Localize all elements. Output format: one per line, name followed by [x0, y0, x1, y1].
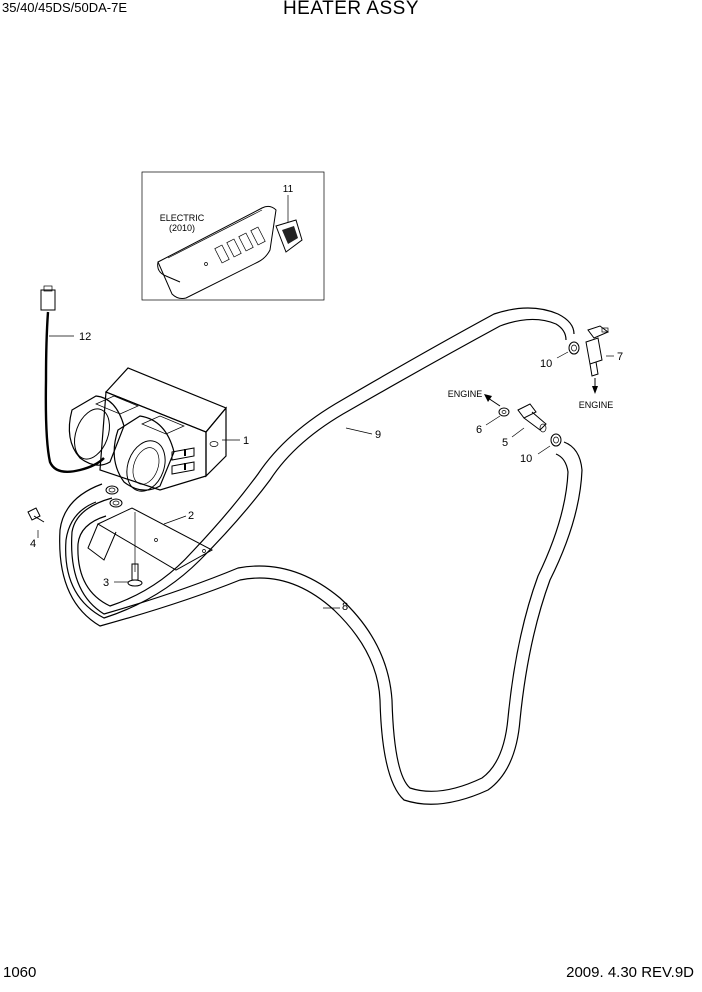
callout-1: 1 [243, 435, 249, 447]
page-number: 1060 [3, 964, 37, 981]
callout-10-lower: 10 [520, 453, 532, 465]
callout-8: 8 [342, 601, 348, 613]
hose-part-9: 9 [65, 307, 575, 619]
hose-part-8: 8 [59, 441, 583, 805]
callout-10-upper: 10 [540, 358, 552, 370]
inset-label-electric: ELECTRIC [160, 213, 205, 223]
fitting-assembly-lower: ENGINE 6 5 10 [448, 389, 562, 465]
inset-label-year: (2010) [169, 223, 195, 233]
engine-label-outlet: ENGINE [579, 400, 614, 410]
engine-label-inlet: ENGINE [448, 389, 483, 399]
wire-harness: 12 [40, 285, 105, 473]
bolt-part-3: 3 [103, 512, 143, 589]
page-title: HEATER ASSY [282, 0, 420, 19]
callout-11: 11 [283, 184, 294, 195]
callout-9: 9 [375, 429, 381, 441]
callout-4: 4 [30, 538, 36, 550]
heater-unit: 1 [68, 367, 249, 492]
electric-switch-inset: 11 ELECTRIC (2010) [141, 171, 325, 301]
callout-2: 2 [188, 510, 194, 522]
callout-5: 5 [502, 437, 508, 449]
screw-part-4: 4 [27, 507, 45, 550]
callout-3: 3 [103, 577, 109, 589]
revision-date: 2009. 4.30 REV.9D [566, 964, 694, 981]
model-number: 35/40/45DS/50DA-7E [2, 0, 128, 15]
hose-clamps-heater [105, 485, 123, 508]
callout-7: 7 [617, 351, 623, 363]
mounting-bracket: 2 [87, 507, 214, 571]
callout-12: 12 [79, 331, 91, 343]
callout-6: 6 [476, 424, 482, 436]
clamp-and-valve-upper: 10 7 ENGINE [540, 325, 623, 410]
